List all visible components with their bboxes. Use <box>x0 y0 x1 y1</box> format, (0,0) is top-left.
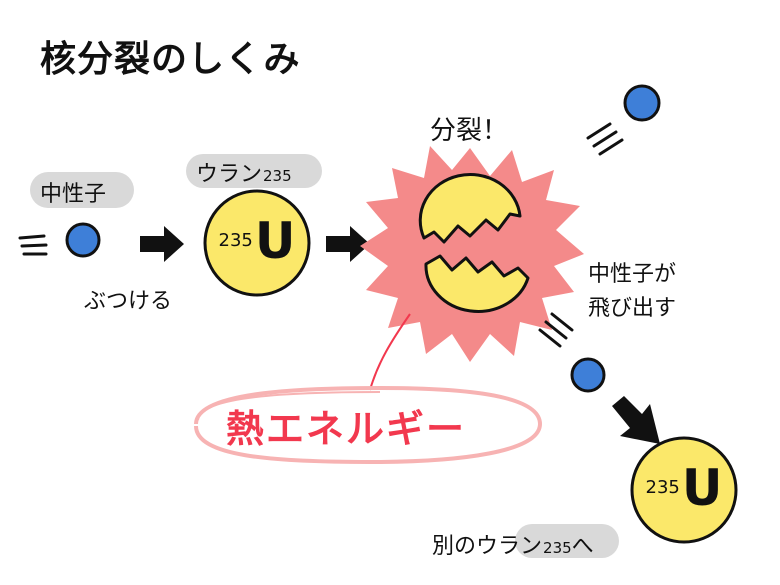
neutron-upper <box>586 84 661 156</box>
heat-pointer-line <box>369 313 411 391</box>
uranium-label: ウラン235 <box>196 156 292 188</box>
other-uranium-sub: 235 <box>543 539 572 557</box>
neutron-out-line2: 飛び出す <box>588 296 677 321</box>
uranium-nucleus <box>203 189 311 297</box>
uranium-mass-sub: 235 <box>263 167 292 185</box>
label-pill-other-uranium <box>515 524 619 558</box>
nucleus-fragment-bottom <box>424 254 530 313</box>
arrow-right-icon <box>140 226 184 262</box>
other-uranium-mass-number: 235 <box>645 477 680 498</box>
other-uranium-suffix: へ <box>571 534 594 559</box>
label-pill-uranium <box>186 154 322 188</box>
other-uranium-prefix: 別の <box>432 534 477 559</box>
uranium-name: ウラン <box>196 162 263 187</box>
fission-label: 分裂！ <box>430 116 509 146</box>
neutron-out-label: 中性子が 飛び出す <box>588 258 676 326</box>
arrow-right-icon <box>326 226 370 262</box>
incoming-neutron <box>18 222 101 258</box>
label-pill-neutron <box>30 172 134 208</box>
arrow-down-right-icon <box>612 396 660 444</box>
other-uranium-name: ウラン <box>476 534 543 559</box>
hit-label: ぶつける <box>84 289 173 314</box>
neutron-out-line1: 中性子が <box>588 262 677 287</box>
uranium-symbol: 235 U <box>205 216 309 276</box>
other-uranium-label: 別のウラン235へ <box>432 528 594 560</box>
other-uranium-nucleus <box>630 436 738 544</box>
other-uranium-symbol: 235 U <box>632 463 736 523</box>
heat-energy-label: 熱エネルギー <box>226 407 467 451</box>
uranium-mass-number: 235 <box>218 230 253 251</box>
uranium-element-symbol: U <box>254 212 296 270</box>
page-title: 核分裂のしくみ <box>40 39 301 80</box>
neutron-lower <box>538 312 606 393</box>
nucleus-fragment-top <box>418 173 522 244</box>
heat-energy-oval <box>194 385 543 465</box>
other-uranium-element-symbol: U <box>681 459 723 517</box>
neutron-ball <box>65 222 101 258</box>
neutron-label: 中性子 <box>40 182 107 207</box>
fission-burst <box>360 146 584 362</box>
